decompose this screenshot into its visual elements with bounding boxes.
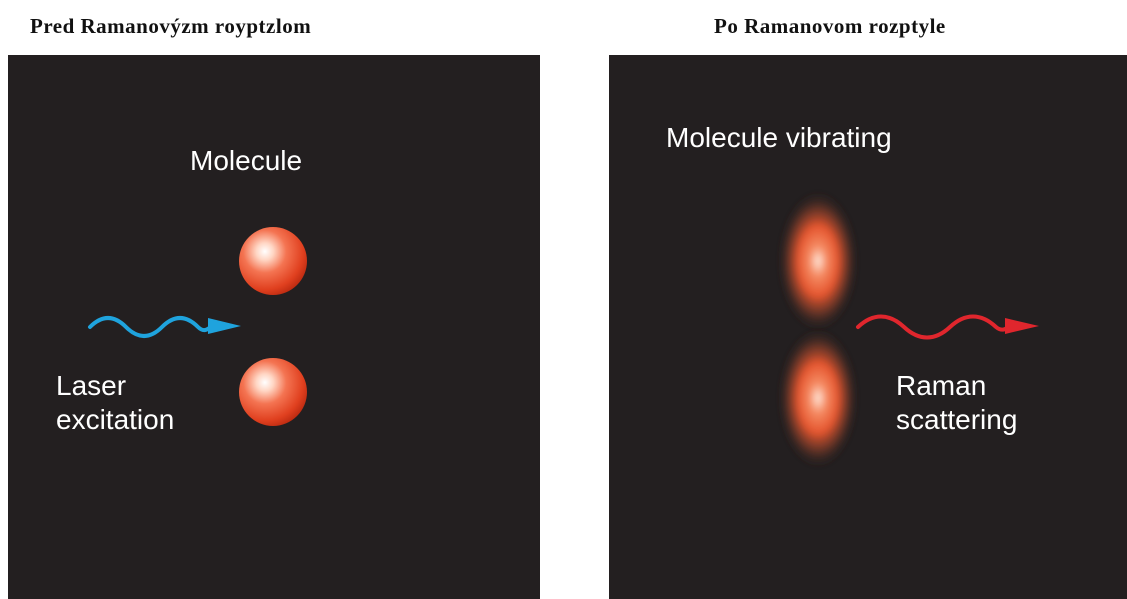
vibrating-atom-bottom <box>778 328 858 468</box>
atom-bottom <box>239 358 307 426</box>
left-panel-title: Pred Ramanovýzm royptzlom <box>30 14 311 39</box>
molecule-label: Molecule <box>190 144 302 178</box>
raman-wave-arrow-icon <box>858 317 1039 338</box>
before-scattering-panel: Molecule Laser excitation <box>8 55 540 599</box>
before-scattering-diagram <box>8 55 540 599</box>
atom-top <box>239 227 307 295</box>
raman-scattering-label: Raman scattering <box>896 369 1017 437</box>
molecule-vibrating-label: Molecule vibrating <box>666 121 892 155</box>
laser-label-line1: Laser <box>56 369 174 403</box>
vibrating-atom-top <box>778 191 858 331</box>
raman-label-line2: scattering <box>896 403 1017 437</box>
laser-excitation-label: Laser excitation <box>56 369 174 437</box>
raman-label-line1: Raman <box>896 369 1017 403</box>
right-panel-title: Po Ramanovom rozptyle <box>714 14 946 39</box>
laser-wave-arrow-icon <box>90 318 241 336</box>
laser-label-line2: excitation <box>56 403 174 437</box>
after-scattering-panel: Molecule vibrating Raman scattering <box>609 55 1127 599</box>
